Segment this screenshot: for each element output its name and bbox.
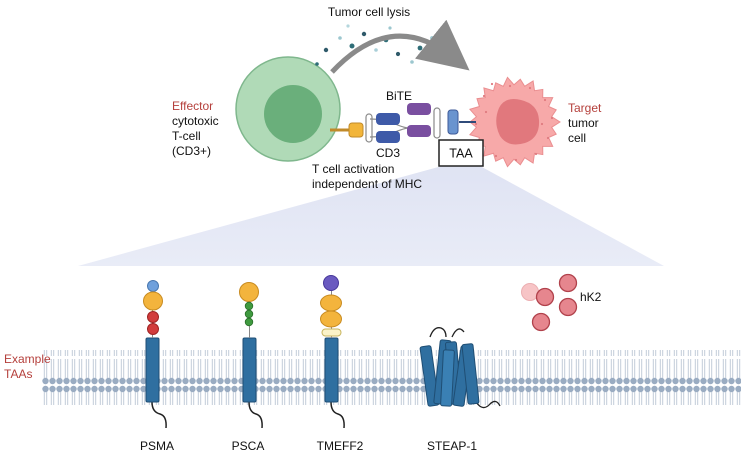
antigen-label-tmeff2: TMEFF2	[317, 439, 364, 453]
activation-label-line2: independent of MHC	[312, 177, 422, 191]
target-title: Target	[568, 101, 602, 115]
tmeff2-antigen	[320, 275, 345, 429]
effector-line3: (CD3+)	[172, 144, 211, 158]
bite-label: BiTE	[386, 89, 412, 103]
taa-receptor	[447, 109, 476, 135]
taa-box	[438, 139, 484, 167]
effector-line1: cytotoxic	[172, 114, 219, 128]
target-line1: tumor	[568, 116, 599, 130]
antigen-label-psma: PSMA	[140, 439, 174, 453]
activation-label-line1: T cell activation	[312, 162, 394, 176]
taa-label: TAA	[449, 147, 473, 161]
zoom-fan	[78, 166, 664, 266]
effector-t-cell	[235, 56, 341, 162]
example-taas-line2: TAAs	[4, 367, 32, 381]
psca-antigen	[239, 282, 263, 429]
target-line2: cell	[568, 131, 586, 145]
lysis-label: Tumor cell lysis	[328, 5, 410, 19]
example-taas-line1: Example	[4, 352, 51, 366]
cd3-label: CD3	[376, 146, 400, 160]
cd3-receptor	[330, 122, 364, 138]
lysis-arrow	[330, 19, 470, 74]
psma-antigen	[143, 280, 167, 429]
target-tumor-cell	[469, 76, 561, 168]
lysis-debris	[315, 24, 434, 66]
steap1-antigen	[419, 327, 501, 409]
effector-title: Effector	[172, 99, 213, 113]
antigen-label-psca: PSCA	[232, 439, 265, 453]
effector-line2: T-cell	[172, 129, 201, 143]
antigen-label-steap1: STEAP-1	[427, 439, 477, 453]
bite-molecule	[365, 103, 441, 143]
hk2-label: hK2	[580, 290, 602, 304]
hk2-molecules	[521, 273, 578, 332]
